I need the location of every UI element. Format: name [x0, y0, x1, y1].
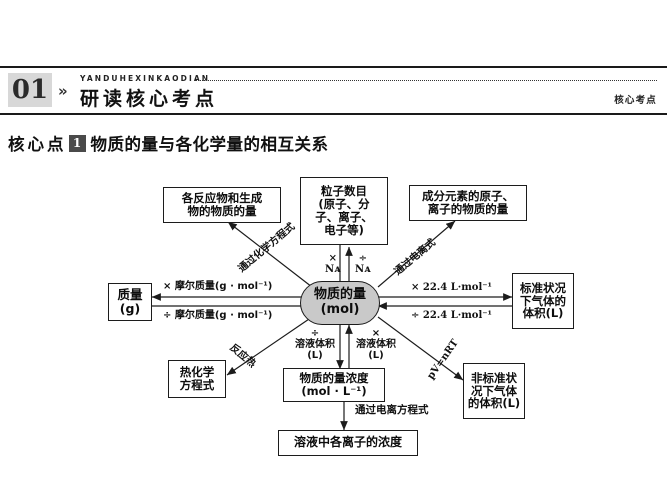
label-multiply-molar-mass: × 摩尔质量(g · mol⁻¹) [163, 281, 273, 292]
label-multiply-solution-volume: × 溶液体积 (L) [356, 328, 396, 361]
label-multiply-na-symbol: × Nᴀ [325, 253, 341, 275]
label-divide-224: ÷ 22.4 L·mol⁻¹ [411, 310, 492, 321]
section-title-text: 物质的量与各化学量的相互关系 [90, 135, 329, 154]
header-dotted-rule [195, 80, 657, 82]
section-lead-label: 核心点 [8, 135, 67, 154]
label-divide-solution-volume: ÷ 溶液体积 (L) [295, 328, 335, 361]
node-particles: 粒子数目 (原子、分 子、离子、 电子等) [300, 177, 388, 245]
label-multiply-224: × 22.4 L·mol⁻¹ [411, 282, 492, 293]
node-mass-text: 质量 (g) [117, 287, 143, 316]
section-heading: 核心点 1 物质的量与各化学量的相互关系 [8, 131, 329, 155]
concept-map: 粒子数目 (原子、分 子、离子、 电子等) 各反应物和生成 物的物质的量 成分元… [0, 165, 667, 465]
header-number-text: 01 [11, 75, 49, 105]
node-elements-text: 成分元素的原子、 离子的物质的量 [422, 189, 514, 216]
node-particles-text: 粒子数目 (原子、分 子、离子、 电子等) [315, 184, 373, 237]
page-header: 01 » YANDUHEXINKAODIAN 研读核心考点 核心考点 [0, 66, 667, 116]
header-pinyin: YANDUHEXINKAODIAN [80, 74, 211, 83]
label-divide-na-symbol: ÷ Nᴀ [355, 253, 371, 275]
node-thermochemical-text: 热化学 方程式 [179, 365, 215, 392]
node-reactants-text: 各反应物和生成 物的物质的量 [181, 191, 263, 218]
node-ion-concentration-text: 溶液中各离子的浓度 [293, 435, 402, 450]
header-bottom-rule [0, 113, 667, 115]
node-ion-concentration: 溶液中各离子的浓度 [278, 430, 418, 456]
label-divide-molar-mass: ÷ 摩尔质量(g · mol⁻¹) [163, 310, 273, 321]
node-constituent-elements: 成分元素的原子、 离子的物质的量 [409, 185, 527, 221]
node-thermochemical-equation: 热化学 方程式 [168, 360, 226, 398]
header-title: 研读核心考点 [80, 88, 219, 110]
section-number-badge: 1 [68, 134, 86, 152]
node-amount-of-substance: 物质的量 (mol) [300, 281, 380, 325]
connector-lines [151, 220, 513, 431]
node-nonstandard-gas-text: 非标准状 况下气体 的体积(L) [467, 370, 521, 411]
node-standard-gas-volume: 标准状况 下气体的 体积(L) [512, 273, 574, 329]
label-via-ionization-equation: 通过电离方程式 [355, 404, 429, 416]
node-molar-concentration: 物质的量浓度 (mol · L⁻¹) [283, 368, 385, 402]
node-molar-concentration-text: 物质的量浓度 (mol · L⁻¹) [299, 371, 369, 398]
header-top-rule [0, 66, 667, 68]
header-number-badge: 01 [8, 73, 52, 107]
node-nonstandard-gas-volume: 非标准状 况下气体 的体积(L) [463, 363, 525, 419]
node-reactants-products: 各反应物和生成 物的物质的量 [163, 187, 281, 223]
center-node-text: 物质的量 (mol) [313, 287, 366, 317]
chevron-right-icon: » [58, 82, 68, 100]
header-right-tag: 核心考点 [614, 95, 657, 106]
node-mass: 质量 (g) [108, 283, 152, 321]
node-standard-gas-text: 标准状况 下气体的 体积(L) [520, 280, 566, 321]
